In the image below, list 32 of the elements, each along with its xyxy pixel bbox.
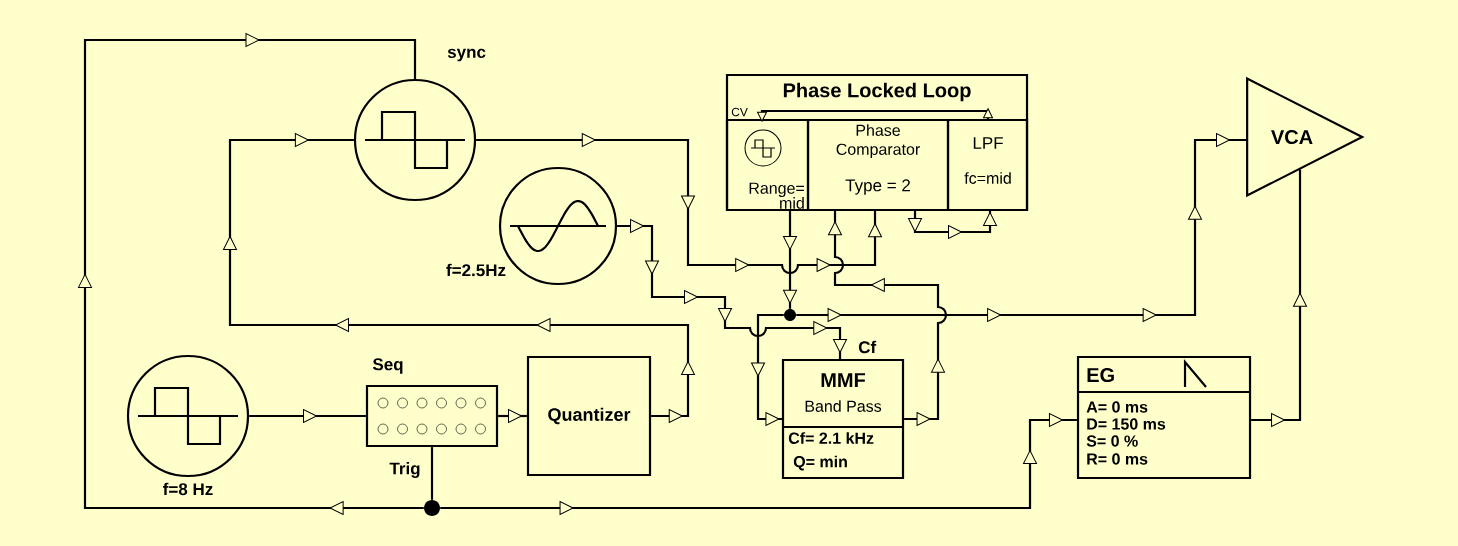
caption-label: Cf xyxy=(858,340,877,354)
caption-label: f=2.5Hz xyxy=(446,263,506,277)
quantizer-box: Quantizer xyxy=(526,355,652,477)
arrow xyxy=(1251,169,1307,427)
arrow xyxy=(498,409,527,423)
arrow xyxy=(796,133,1247,322)
arrow xyxy=(757,108,993,122)
arrow xyxy=(476,133,882,275)
caption-label: sync xyxy=(447,48,486,62)
arrow xyxy=(828,211,948,426)
envelope-box: EG A= 0 ms D= 150 ms S= 0 % R= 0 ms xyxy=(1076,355,1252,480)
caption-label: f=8 Hz xyxy=(163,482,213,496)
caption-label: CV xyxy=(731,107,748,117)
arrow xyxy=(617,219,847,359)
arrow xyxy=(223,133,695,423)
oscillator-circle xyxy=(126,354,250,478)
module-section: Phase Comparator Type = 2 xyxy=(806,118,950,212)
arrow xyxy=(908,211,997,239)
sequencer-box: Seq xyxy=(365,358,499,448)
module-section: Range= mid xyxy=(725,118,810,212)
filter-box: MMF Band Pass Cf= 2.1 kHz Q= min xyxy=(781,358,905,480)
arrow xyxy=(440,413,1077,515)
arrow xyxy=(751,313,784,426)
arrow xyxy=(249,409,366,423)
connector-line xyxy=(430,447,434,500)
arrow xyxy=(783,211,797,309)
arrow xyxy=(78,33,424,515)
module-section: LPF fc=mid xyxy=(946,118,1029,212)
junction-dot xyxy=(424,500,440,516)
node-label: Seq xyxy=(372,358,403,374)
caption-label: Trig xyxy=(389,462,420,478)
oscillator-circle xyxy=(353,78,477,202)
